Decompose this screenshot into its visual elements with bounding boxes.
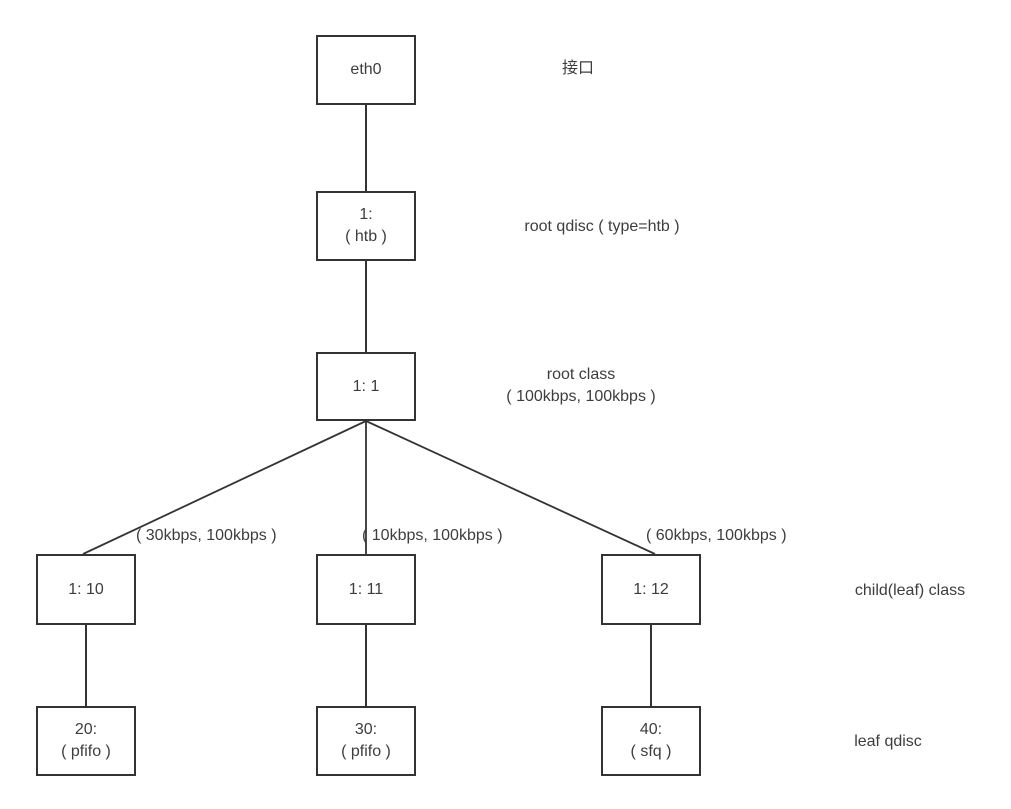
node-class-11: 1: 11 — [316, 554, 416, 625]
annotation-root-class-line1: root class — [546, 366, 616, 383]
connector-root-class-to-class-12 — [365, 420, 656, 555]
node-root-class-label: 1: 1 — [352, 377, 380, 395]
node-class-11-label: 1: 11 — [348, 580, 384, 598]
annotation-interface: 接口 — [561, 60, 595, 77]
node-qdisc-40-handle: 40: — [639, 721, 663, 738]
annotation-child-class: child(leaf) class — [854, 582, 966, 599]
connector-root-class-to-class-10 — [82, 420, 367, 555]
node-qdisc-30: 30: ( pfifo ) — [316, 706, 416, 776]
node-root-qdisc: 1: ( htb ) — [316, 191, 416, 261]
node-class-10: 1: 10 — [36, 554, 136, 625]
node-class-12: 1: 12 — [601, 554, 701, 625]
node-root-class: 1: 1 — [316, 352, 416, 421]
edge-label-class-11: ( 10kbps, 100kbps ) — [362, 527, 503, 544]
annotation-root-class: root class ( 100kbps, 100kbps ) — [506, 364, 655, 408]
edge-label-class-12: ( 60kbps, 100kbps ) — [646, 527, 787, 544]
node-eth0-label: eth0 — [350, 61, 382, 78]
node-qdisc-20-handle: 20: — [74, 721, 98, 738]
node-root-qdisc-type: ( htb ) — [345, 228, 387, 245]
annotation-root-qdisc: root qdisc ( type=htb ) — [524, 218, 680, 235]
node-class-10-label: 1: 10 — [68, 580, 104, 598]
node-qdisc-30-type: ( pfifo ) — [341, 743, 391, 760]
annotation-leaf-qdisc: leaf qdisc — [854, 733, 922, 750]
node-root-qdisc-handle: 1: — [359, 206, 373, 223]
annotation-root-class-line2: ( 100kbps, 100kbps ) — [506, 388, 656, 405]
node-class-12-label: 1: 12 — [633, 580, 669, 598]
node-qdisc-20-type: ( pfifo ) — [61, 743, 111, 760]
node-qdisc-30-handle: 30: — [354, 721, 378, 738]
node-qdisc-20: 20: ( pfifo ) — [36, 706, 136, 776]
node-qdisc-40-type: ( sfq ) — [630, 743, 672, 760]
node-eth0: eth0 — [316, 35, 416, 105]
edge-label-class-10: ( 30kbps, 100kbps ) — [136, 527, 277, 544]
node-qdisc-40: 40: ( sfq ) — [601, 706, 701, 776]
